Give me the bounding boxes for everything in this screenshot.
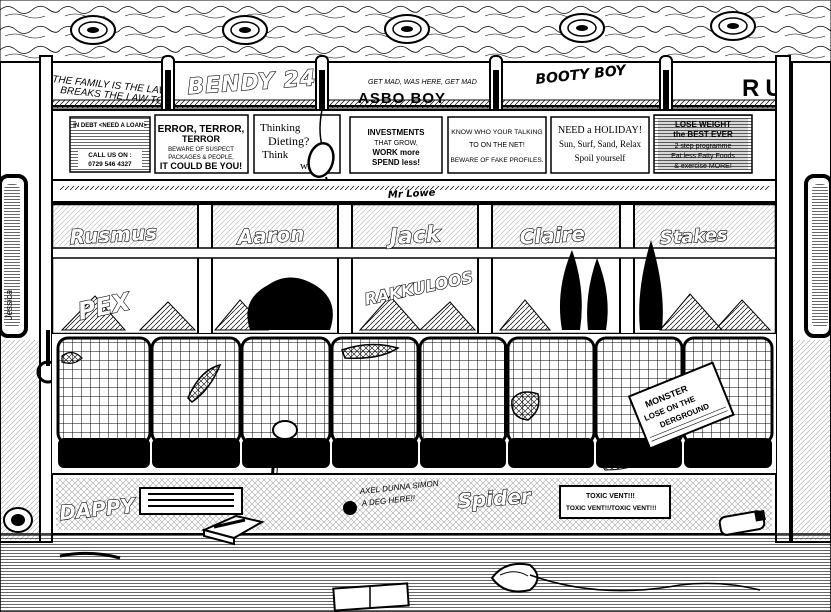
ad-think-line4: wi (300, 160, 311, 172)
ceiling-light-icon (710, 11, 756, 41)
seat (240, 336, 332, 468)
ad-debt-line2: CALL US ON : (88, 152, 132, 159)
window-tag-1: Rusmus (69, 220, 158, 249)
tree-silhouette (639, 240, 663, 330)
ad-debt-line3: 0729 546 4327 (88, 161, 132, 168)
bush-silhouette (247, 277, 333, 330)
toxic-vent-line1: TOXIC VENT!!! (586, 493, 635, 500)
ad-think-line2: Dieting? (268, 134, 309, 148)
ceiling-light-icon (384, 14, 430, 44)
grab-handle-icon (312, 55, 332, 118)
seat (56, 336, 152, 468)
window-tag-2: Aaron (235, 222, 305, 250)
ad-weight-line5: & exercise MORE! (674, 163, 732, 170)
seat-row: MONSTER LOSE ON THE DERGROUND (52, 334, 776, 521)
ceiling-light-icon (70, 15, 116, 45)
ceiling-light-icon (222, 15, 268, 45)
ad-terror-line4: PACKAGES & PEOPLE, (168, 155, 234, 161)
ad-invest-line3: WORK more (372, 148, 420, 157)
cable-icon (529, 574, 761, 592)
ad-net-line3: BEWARE OF FAKE PROFILES. (451, 157, 544, 164)
graffiti-asbo-small: GET MAD, WAS HERE, GET MAD (368, 79, 477, 86)
newspaper-icon: MONSTER LOSE ON THE DERGROUND (627, 361, 735, 450)
tree-silhouette (559, 250, 582, 330)
creature-icon (343, 501, 357, 515)
floor-box-icon (332, 582, 410, 612)
ceiling-light-icon (559, 13, 605, 43)
ad-holiday: NEED a HOLIDAY! Sun, Surf, Sand, Relax S… (550, 116, 650, 174)
advert-strip: IN DEBT <NEED A LOAN> CALL US ON : 0729 … (51, 109, 777, 181)
floor-tag-middle: Spider (457, 484, 533, 513)
ad-know-who: KNOW WHO YOUR TALKING TO ON THE NET! BEW… (447, 116, 547, 174)
vent-grille (139, 487, 243, 515)
seat-stain (341, 343, 400, 360)
ad-net-line1: KNOW WHO YOUR TALKING (451, 129, 542, 136)
window-tag-3: Jack (385, 222, 442, 250)
ad-terror-line1: ERROR, TERROR, (158, 124, 245, 135)
ad-weight-line4: Eat less Fatty Foods (671, 153, 735, 160)
rail-tag: Mr Lowe (388, 188, 436, 201)
ad-holiday-line3: Spoil yourself (575, 153, 626, 163)
seat (418, 336, 508, 468)
ad-weight-line3: 2 step programme (675, 143, 732, 150)
tree-silhouette (587, 258, 608, 330)
ad-holiday-line1: NEED a HOLIDAY! (558, 125, 642, 136)
window-tag-4: Claire (519, 222, 585, 249)
ad-invest-line2: THAT GROW, (374, 140, 418, 147)
graffiti-asbo-boy: ASBO BOY (358, 90, 446, 107)
ad-invest-line4: SPEND less! (372, 158, 420, 167)
takeaway-box-icon (200, 514, 265, 546)
ad-investments: INVESTMENTS THAT GROW, WORK more SPEND l… (349, 116, 443, 174)
seat (150, 336, 242, 468)
ad-net-line2: TO ON THE NET! (469, 142, 525, 149)
ad-think-line1: Thinking (260, 122, 301, 134)
window-tag-5: Stakes (659, 224, 728, 249)
can-icon (3, 507, 33, 533)
right-door (791, 61, 831, 543)
ad-holiday-line2: Sun, Surf, Sand, Relax (559, 139, 641, 149)
discarded-bottle-icon (718, 509, 766, 536)
seat (330, 336, 420, 468)
floor (0, 507, 831, 612)
ad-debt-line1: IN DEBT <NEED A LOAN> (73, 123, 147, 129)
ad-weight-line2: the BEST EVER (673, 130, 733, 139)
ad-think-line3: Think (262, 149, 289, 161)
ad-terror-line3: BEWARE OF SUSPECT (168, 147, 234, 153)
seat-litter (599, 456, 652, 471)
seat-stain (187, 363, 222, 403)
ad-lose-weight: LOSE WEIGHT the BEST EVER 2 step program… (653, 114, 753, 174)
vent-grille: TOXIC VENT!!! TOXIC VENT!!/TOXIC VENT!!! (559, 485, 671, 519)
ad-invest-line1: INVESTMENTS (368, 128, 426, 137)
seat-base-panel: TOXIC VENT!!! TOXIC VENT!!/TOXIC VENT!!!… (51, 473, 777, 535)
left-door: Jessica (0, 61, 41, 543)
left-door-tag: Jessica (4, 290, 14, 321)
floor-stain (59, 551, 121, 560)
hand-rail: Mr Lowe (0, 179, 831, 203)
ad-terror-line5: IT COULD BE YOU! (160, 161, 242, 171)
seat-stain (61, 351, 83, 364)
ad-terror: ERROR, TERROR, TERROR BEWARE OF SUSPECT … (154, 114, 249, 174)
windows: Rusmus Aaron Jack Claire Stakes PEX RAKK… (50, 202, 778, 336)
ceiling-lights (70, 11, 756, 45)
ad-terror-line2: TERROR (182, 134, 221, 144)
ad-debt-loan: IN DEBT <NEED A LOAN> CALL US ON : 0729 … (69, 116, 151, 173)
seat-stain (511, 391, 540, 421)
toxic-vent-line2: TOXIC VENT!!/TOXIC VENT!!! (566, 505, 656, 512)
upper-panel: THE FAMILY IS THE LAW BREAKS THE LAW TOO… (0, 61, 831, 109)
ad-weight-line1: LOSE WEIGHT (675, 120, 731, 129)
ceiling (0, 0, 831, 63)
